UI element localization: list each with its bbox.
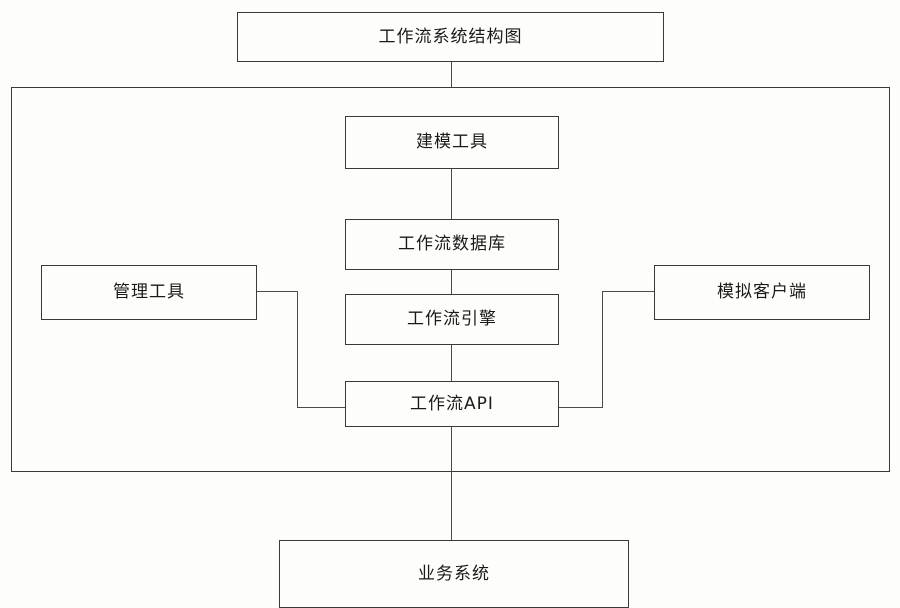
node-admin-tool[interactable]: 管理工具 bbox=[41, 265, 257, 320]
connector-client-to-api-segment-3 bbox=[559, 407, 603, 408]
diagram-title-box: 工作流系统结构图 bbox=[237, 12, 664, 62]
node-workflow-db[interactable]: 工作流数据库 bbox=[345, 219, 559, 270]
connector-modeling-to-db bbox=[451, 169, 452, 219]
diagram-title-label: 工作流系统结构图 bbox=[378, 26, 523, 47]
node-business-system-label: 业务系统 bbox=[418, 563, 490, 584]
connector-admin-to-api-segment-1 bbox=[257, 291, 298, 292]
connector-title-to-container bbox=[451, 62, 452, 87]
workflow-system-boundary bbox=[11, 87, 890, 472]
connector-api-to-business bbox=[451, 427, 452, 540]
node-modeling-tool-label: 建模工具 bbox=[416, 132, 488, 152]
node-business-system[interactable]: 业务系统 bbox=[279, 540, 629, 608]
connector-client-to-api-segment-1 bbox=[602, 291, 654, 292]
node-admin-tool-label: 管理工具 bbox=[113, 282, 185, 302]
connector-client-to-api-segment-2 bbox=[602, 291, 603, 407]
connector-engine-to-api bbox=[451, 345, 452, 381]
node-workflow-engine-label: 工作流引擎 bbox=[407, 309, 497, 329]
node-workflow-api-label: 工作流API bbox=[410, 393, 494, 414]
connector-db-to-engine bbox=[451, 270, 452, 294]
node-workflow-engine[interactable]: 工作流引擎 bbox=[345, 294, 559, 345]
connector-admin-to-api-segment-3 bbox=[297, 407, 345, 408]
node-sim-client[interactable]: 模拟客户端 bbox=[654, 265, 870, 320]
node-modeling-tool[interactable]: 建模工具 bbox=[345, 116, 559, 169]
node-sim-client-label: 模拟客户端 bbox=[717, 282, 807, 302]
connector-admin-to-api-segment-2 bbox=[297, 291, 298, 407]
node-workflow-api[interactable]: 工作流API bbox=[345, 381, 559, 427]
node-workflow-db-label: 工作流数据库 bbox=[398, 234, 506, 254]
